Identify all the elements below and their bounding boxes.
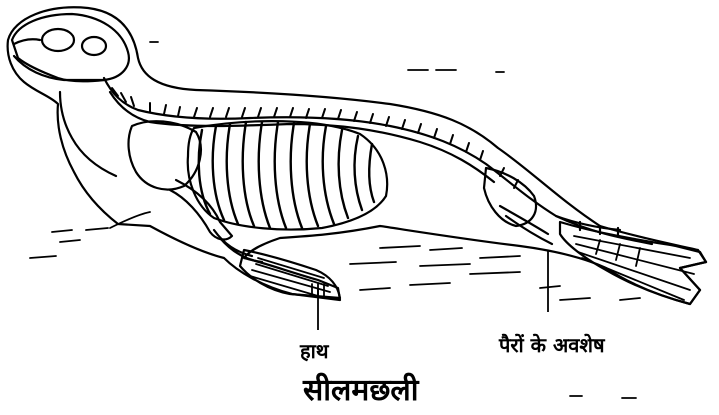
ribs: [199, 122, 374, 228]
spine-lower-edge: [110, 92, 494, 182]
figure-caption: सीलमछली: [303, 368, 418, 409]
hind-limb-remnant-label: पैरों के अवशेष: [499, 331, 605, 358]
hand-label: हाथ: [300, 337, 329, 364]
neck-contour: [60, 92, 116, 176]
temporal-opening: [82, 37, 106, 55]
eye-orbit: [42, 29, 74, 51]
vertebral-processes: [112, 88, 518, 188]
jaw: [14, 56, 104, 80]
snout-line: [14, 39, 40, 44]
femur: [500, 206, 552, 244]
